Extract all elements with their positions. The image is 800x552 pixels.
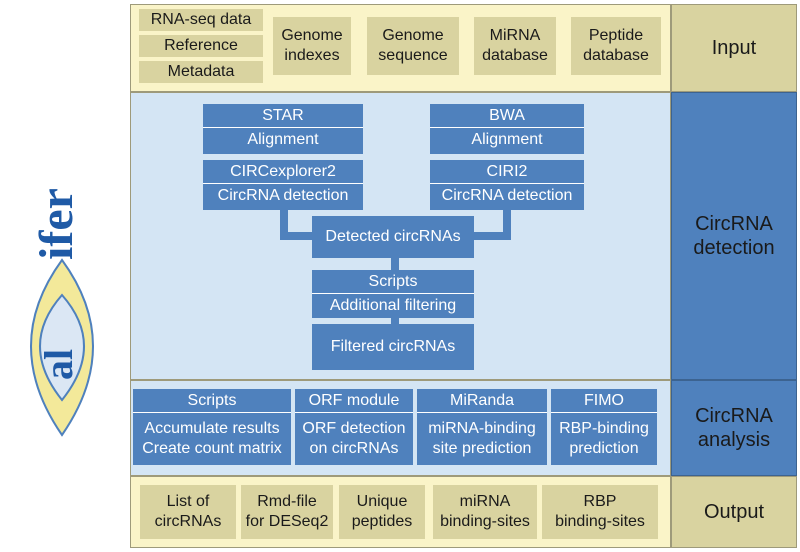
fimo-box: FIMO RBP-binding prediction [551,389,657,465]
analysis-scripts-box: Scripts Accumulate results Create count … [133,389,291,465]
scripts-filter-box: Scripts Additional filtering [312,270,474,318]
output-rmd-file: Rmd-file for DESeq2 [241,485,333,539]
detected-circrnas-label: Detected circRNAs [325,228,461,245]
output-mirna-binding: miRNA binding-sites [433,485,537,539]
output-list-circrnas: List of circRNAs [140,485,236,539]
genome-indexes-label: Genome indexes [281,27,343,64]
genome-indexes: Genome indexes [273,17,351,75]
output-list-line2: circRNAs [154,513,222,530]
miranda-box: MiRanda miRNA-binding site prediction [417,389,547,465]
bwa-title: BWA [430,104,584,128]
analysis-header-label: CircRNA analysis [695,405,773,451]
logo-text-bottom: al [36,349,81,380]
output-unique-line1: Unique [356,493,408,510]
alifer-logo: al ifer [0,90,120,460]
analysis-scripts-line1: Accumulate results [144,420,280,437]
output-mirna-line2: binding-sites [440,513,530,530]
miranda-line1: miRNA-binding [428,420,536,437]
detection-header: CircRNA detection [671,92,797,380]
analysis-scripts-line2: Create count matrix [142,440,282,457]
fimo-title: FIMO [551,389,657,413]
ciri-box: CIRI2 CircRNA detection [430,160,584,210]
peptide-database: Peptide database [571,17,661,75]
orf-title: ORF module [295,389,413,413]
output-rmd-line2: for DESeq2 [245,513,329,530]
miranda-line2: site prediction [432,440,532,457]
connector-bwa [503,208,511,238]
fimo-line2: prediction [569,440,639,457]
analysis-header: CircRNA analysis [671,380,797,476]
bwa-sub: Alignment [471,131,543,148]
input-header: Input [671,4,797,92]
connector-left [280,232,320,240]
filtered-circrnas: Filtered circRNAs [312,324,474,370]
filtered-circrnas-label: Filtered circRNAs [330,338,456,355]
orf-line2: on circRNAs [309,440,399,457]
ciri-title: CIRI2 [430,160,584,184]
output-list-line1: List of [166,493,210,510]
orf-line1: ORF detection [302,420,406,437]
genome-sequence: Genome sequence [367,17,459,75]
detection-header-label: CircRNA detection [693,213,775,259]
output-unique-peptides: Unique peptides [339,485,425,539]
connector-star [280,208,288,238]
scripts-filter-title: Scripts [312,270,474,294]
connector-mid1 [391,256,399,270]
reference: Reference [139,35,263,57]
star-sub: Alignment [247,131,319,148]
ciri-sub: CircRNA detection [441,187,573,204]
metadata: Metadata [139,61,263,83]
connector-mid2 [391,316,399,326]
analysis-scripts-title: Scripts [133,389,291,413]
miranda-title: MiRanda [417,389,547,413]
output-mirna-line1: miRNA [459,493,511,510]
orf-box: ORF module ORF detection on circRNAs [295,389,413,465]
genome-sequence-label: Genome sequence [378,27,448,64]
star-box: STAR Alignment [203,104,363,154]
peptide-database-label: Peptide database [583,27,649,64]
circexplorer-box: CIRCexplorer2 CircRNA detection [203,160,363,210]
output-header: Output [671,476,797,548]
circexplorer-sub: CircRNA detection [217,187,349,204]
detected-circrnas: Detected circRNAs [312,216,474,258]
output-rmd-line1: Rmd-file [257,493,317,510]
rnaseq-data: RNA-seq data [139,9,263,31]
mirna-database-label: MiRNA database [482,27,548,64]
mirna-database: MiRNA database [474,17,556,75]
logo-text-top: ifer [30,188,83,260]
bwa-box: BWA Alignment [430,104,584,154]
connector-right [472,232,511,240]
output-unique-line2: peptides [351,513,413,530]
output-rbp-binding: RBP binding-sites [542,485,658,539]
scripts-filter-sub: Additional filtering [329,297,457,314]
circexplorer-title: CIRCexplorer2 [203,160,363,184]
fimo-line1: RBP-binding [559,420,649,437]
star-title: STAR [203,104,363,128]
output-rbp-line1: RBP [583,493,617,510]
output-rbp-line2: binding-sites [555,513,645,530]
